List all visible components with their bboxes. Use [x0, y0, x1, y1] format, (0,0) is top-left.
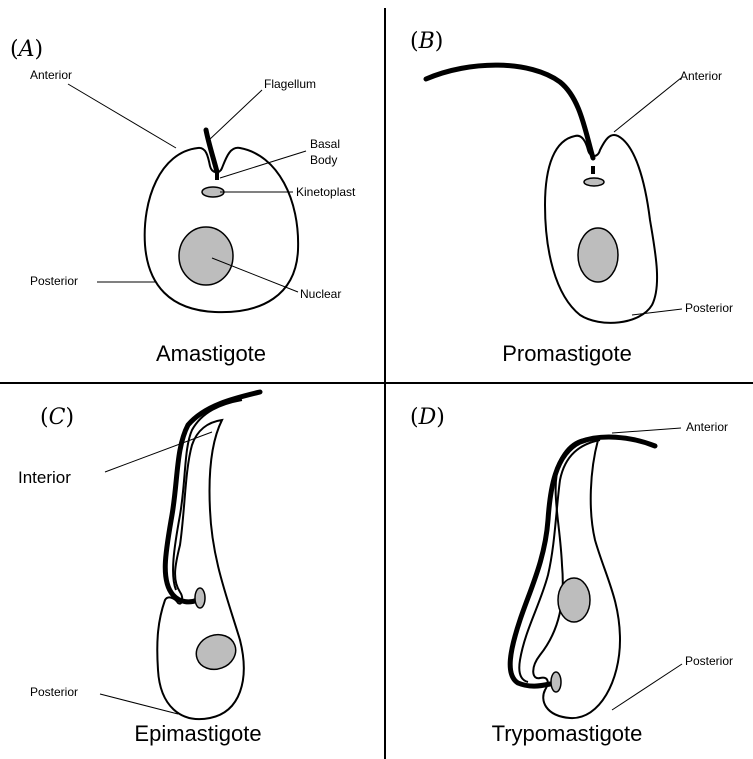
amastigote-cell-body — [145, 148, 298, 312]
trypomastigote-nucleus — [558, 578, 590, 622]
amastigote-flagellum-leader — [209, 90, 262, 140]
amastigote-anterior-leader — [68, 84, 176, 148]
panel-c-letter: (C) — [40, 405, 74, 430]
amastigote-label-nuclear: Nuclear — [300, 287, 341, 301]
panel-a-letter: (A) — [10, 37, 43, 62]
epimastigote-cell-body — [157, 420, 243, 719]
trypomastigote-label-posterior: Posterior — [685, 654, 733, 668]
amastigote-basal-body — [215, 172, 219, 180]
amastigote-title: Amastigote — [156, 341, 266, 366]
epimastigote-label-interior: Interior — [18, 468, 71, 487]
panel-a: (A) Anterior Flagellum Basal Body Kineto… — [10, 37, 356, 366]
amastigote-label-anterior: Anterior — [30, 68, 72, 82]
panel-c: (C) Interior Posterior Epimastigote — [18, 392, 262, 746]
promastigote-anterior-leader — [614, 78, 681, 132]
promastigote-label-posterior: Posterior — [685, 301, 733, 315]
panel-d: (D) Anterior Posterior Trypomastigote — [410, 405, 733, 746]
trypomastigote-posterior-leader — [612, 664, 682, 710]
trypomastigote-title: Trypomastigote — [492, 721, 643, 746]
amastigote-label-posterior: Posterior — [30, 274, 78, 288]
promastigote-nucleus — [578, 228, 618, 282]
promastigote-basal-body — [591, 166, 595, 174]
amastigote-nucleus — [179, 227, 233, 285]
epimastigote-label-posterior: Posterior — [30, 685, 78, 699]
panel-d-letter: (D) — [410, 405, 445, 430]
trypomastigote-anterior-leader — [612, 428, 681, 433]
promastigote-label-anterior: Anterior — [680, 69, 722, 83]
panel-b-letter: (B) — [410, 29, 443, 54]
panel-b: (B) Anterior Posterior Promastigote — [410, 29, 733, 366]
amastigote-label-kinetoplast: Kinetoplast — [296, 185, 356, 199]
trypomastigote-kinetoplast — [551, 672, 561, 692]
amastigote-label-flagellum: Flagellum — [264, 77, 316, 91]
epimastigote-kinetoplast — [195, 588, 205, 608]
amastigote-label-basal: Basal — [310, 137, 340, 151]
epimastigote-title: Epimastigote — [134, 721, 261, 746]
promastigote-title: Promastigote — [502, 341, 632, 366]
amastigote-label-body: Body — [310, 153, 337, 167]
promastigote-kinetoplast — [584, 178, 604, 186]
trypomastigote-label-anterior: Anterior — [686, 420, 728, 434]
